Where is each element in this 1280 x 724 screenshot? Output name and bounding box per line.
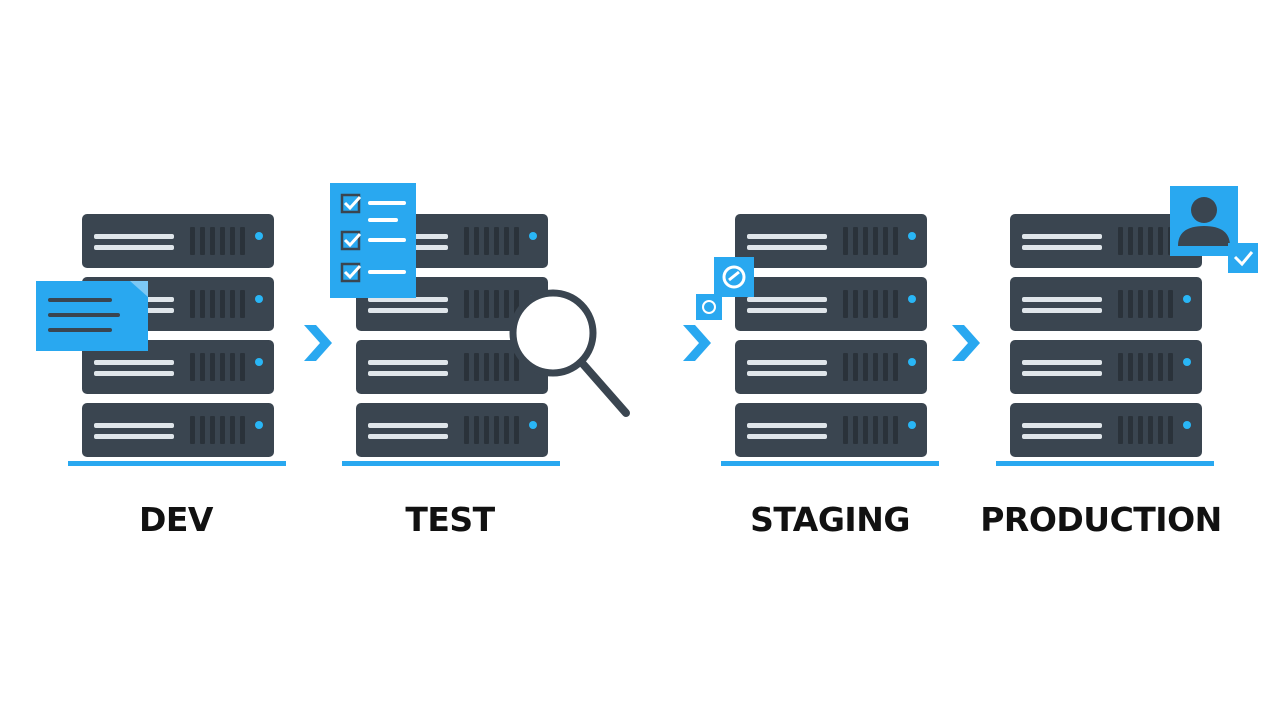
status-led-icon <box>255 295 263 303</box>
status-led-icon <box>908 295 916 303</box>
server-unit <box>735 340 927 394</box>
chat-bubble-icon <box>36 281 148 351</box>
status-led-icon <box>1183 295 1191 303</box>
status-led-icon <box>255 358 263 366</box>
status-led-icon <box>1183 421 1191 429</box>
server-unit <box>735 277 927 331</box>
server-stack-staging <box>721 214 939 466</box>
base-line <box>721 461 939 466</box>
status-led-icon <box>529 232 537 240</box>
stage-label-staging: STAGING <box>750 500 910 539</box>
server-unit <box>1010 277 1202 331</box>
checkbox-row <box>340 230 406 251</box>
server-stack-production <box>996 214 1214 466</box>
server-unit <box>735 214 927 268</box>
chevron-right-icon <box>304 325 332 361</box>
magnifier-icon <box>509 289 630 417</box>
server-unit <box>356 340 548 394</box>
server-unit <box>82 403 274 457</box>
server-unit <box>1010 403 1202 457</box>
server-unit <box>735 403 927 457</box>
status-led-icon <box>255 232 263 240</box>
chevron-right-icon <box>952 325 980 361</box>
base-line <box>342 461 560 466</box>
stage-label-dev: DEV <box>139 500 213 539</box>
status-led-icon <box>908 421 916 429</box>
chevron-right-icon <box>683 325 711 361</box>
stage-label-production: PRODUCTION <box>980 500 1222 539</box>
server-unit <box>356 403 548 457</box>
checkbox-row <box>340 193 406 214</box>
user-badge-icon <box>1170 186 1238 256</box>
base-line <box>996 461 1214 466</box>
shield-badge-icon <box>714 257 754 297</box>
checklist-icon <box>330 183 416 298</box>
status-led-icon <box>1183 358 1191 366</box>
server-unit <box>82 340 274 394</box>
status-led-icon <box>908 232 916 240</box>
status-led-icon <box>255 421 263 429</box>
server-unit <box>1010 340 1202 394</box>
server-stack-dev <box>68 214 286 466</box>
status-led-icon <box>529 421 537 429</box>
server-unit <box>1010 214 1202 268</box>
check-badge-icon <box>1228 243 1258 273</box>
checkbox-row <box>340 262 406 283</box>
server-unit <box>82 214 274 268</box>
status-led-icon <box>908 358 916 366</box>
base-line <box>68 461 286 466</box>
stage-label-test: TEST <box>405 500 495 539</box>
small-badge-icon <box>696 294 722 320</box>
